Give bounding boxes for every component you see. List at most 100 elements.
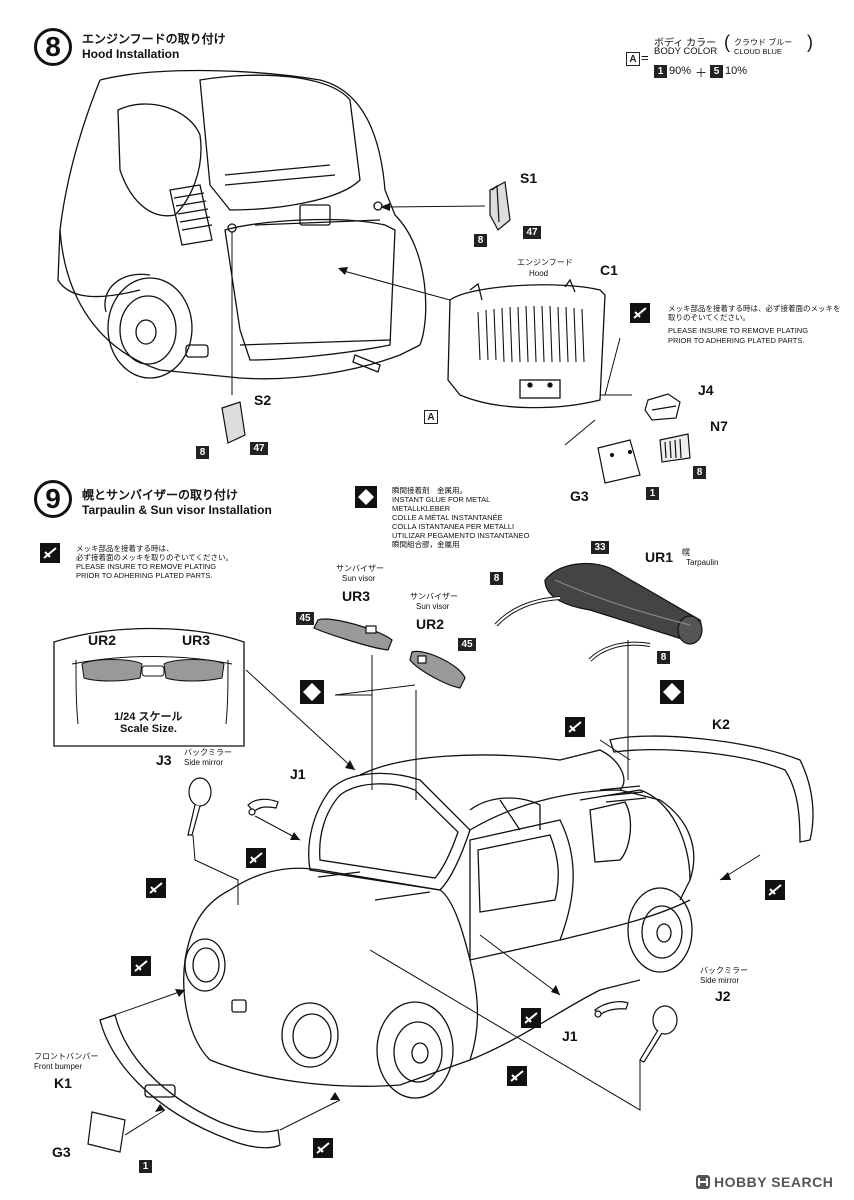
ur1-code-33: 33	[591, 541, 609, 554]
plating-note-step9-jp1: メッキ部品を接着する時は、	[76, 544, 174, 553]
plating-warning-icon	[40, 543, 60, 563]
label-g3-step8: G3	[570, 488, 589, 504]
plating-note-step9-jp2: 必ず接着面のメッキを取りのぞいてください。	[76, 553, 234, 562]
inset-label-ur2: UR2	[88, 632, 117, 648]
glue-note: 瞬間接着剤 金属用。 INSTANT GLUE FOR METAL METALL…	[392, 486, 530, 549]
step-8-title-jp: エンジンフードの取り付け	[82, 32, 226, 46]
step-9-leaders	[99, 640, 761, 1136]
ur1-tarpaulin-jp: 幌	[682, 548, 690, 557]
part-ur3-visor-shape	[313, 618, 393, 651]
inset-scale-en: Scale Size.	[120, 723, 177, 735]
s1-code-47: 47	[523, 226, 541, 239]
inset-scale-jp: 1/24 スケール	[114, 711, 183, 723]
scale-inset: UR2 UR3 1/24 スケール Scale Size.	[52, 624, 246, 748]
paren-open: (	[724, 32, 730, 52]
step-8-arrowheads	[338, 203, 390, 275]
color-code-a: A	[626, 52, 640, 66]
label-c1: C1	[600, 262, 618, 278]
glue-note-l3: METALLKLEBER	[392, 504, 451, 513]
ur1-tarpaulin-en: Tarpaulin	[686, 558, 719, 567]
plating-warning-icon	[630, 303, 650, 323]
j3-mirror-jp: バックミラー	[184, 748, 232, 757]
label-s1: S1	[520, 170, 538, 186]
glue-note-l5: COLLA ISTANTANEA PER METALLI	[392, 522, 515, 531]
plating-note-step9-en1: PLEASE INSURE TO REMOVE PLATING	[76, 562, 217, 571]
j2-mirror-jp: バックミラー	[700, 966, 748, 975]
part-j1-top-shape	[247, 798, 279, 816]
part-g3-plate-step9-shape	[87, 1111, 126, 1153]
watermark: HOBBY SEARCH	[696, 1174, 833, 1190]
part-n7-shape	[659, 433, 691, 463]
glue-markers	[300, 680, 684, 704]
part-s1-shape	[489, 181, 511, 231]
plating-markers	[131, 717, 785, 1158]
watermark-text: HOBBY SEARCH	[714, 1174, 834, 1190]
glue-note-l1: 瞬間接着剤 金属用。	[392, 486, 467, 495]
glue-note-l6: UTILIZAR PEGAMENTO INSTANTANEO	[392, 531, 530, 540]
hobby-search-logo-icon	[696, 1175, 710, 1189]
mix-pct-1: 90%	[669, 65, 692, 77]
part-ur2-visor-shape	[409, 650, 466, 689]
s2-code-8: 8	[196, 446, 209, 459]
ur3-code-45: 45	[296, 612, 314, 625]
ur3-sunvisor-jp: サンバイザー	[336, 564, 384, 573]
label-j1-top: J1	[290, 766, 306, 782]
step-9-arrowheads	[155, 760, 731, 1112]
part-j4-shape	[644, 393, 681, 421]
ur2-sunvisor-jp: サンバイザー	[410, 592, 458, 601]
frame-code-8-a: 8	[490, 572, 503, 585]
plating-note-step8-en2: PRIOR TO ADHERING PLATED PARTS.	[668, 336, 805, 345]
label-j2: J2	[715, 988, 731, 1004]
step-9-title-en: Tarpaulin & Sun visor Installation	[82, 503, 272, 517]
ur2-code-45: 45	[458, 638, 476, 651]
paren-close: )	[807, 32, 813, 52]
part-ur1-tarpaulin-shape	[544, 562, 703, 645]
part-j2-mirror-shape	[639, 1005, 678, 1063]
tarp-frame-rods-inner	[495, 597, 651, 661]
part-j3-mirror-shape	[187, 777, 212, 836]
plating-note-step8-jp: メッキ部品を接着する時は、必ず接着面のメッキを取りのぞいてください。	[668, 304, 841, 322]
part-g3-plate-shape	[597, 439, 641, 484]
mix-pct-5: 10%	[725, 65, 748, 77]
j3-mirror-en: Side mirror	[184, 758, 224, 767]
label-j3: J3	[156, 752, 172, 768]
cloud-blue-en: CLOUD BLUE	[734, 47, 782, 56]
step-8-leaders	[231, 205, 632, 446]
step-8-drawing	[57, 69, 691, 484]
plating-note-step8	[630, 303, 650, 328]
plating-note-step9-en2: PRIOR TO ADHERING PLATED PARTS.	[76, 571, 213, 580]
hood-jp: エンジンフード	[517, 258, 573, 267]
body-color-note: A = ボディ カラー BODY COLOR ( クラウド ブルー CLOUD …	[624, 30, 824, 82]
step-8-number: 8	[34, 28, 72, 66]
plating-note-step9: メッキ部品を接着する時は、 必ず接着面のメッキを取りのぞいてください。 PLEA…	[76, 544, 233, 580]
scale-inset-drawing	[53, 627, 245, 747]
label-s2: S2	[254, 392, 272, 408]
color-equals: =	[641, 50, 649, 65]
g3-code-1-step8: 1	[646, 487, 659, 500]
instant-glue-icon	[355, 486, 377, 508]
body-color-en: BODY COLOR	[654, 46, 718, 57]
g3-code-1-step9: 1	[139, 1160, 152, 1173]
label-n7: N7	[710, 418, 728, 434]
k1-bumper-jp: フロントバンパー	[34, 1052, 99, 1061]
glue-note-l7: 瞬間組合膠，金屬用	[392, 540, 460, 549]
step-8-title-en: Hood Installation	[82, 47, 180, 61]
step-9-number: 9	[34, 480, 72, 518]
part-c1-hood-shape	[447, 278, 606, 409]
car-front-body	[99, 735, 814, 1149]
j2-mirror-en: Side mirror	[700, 976, 740, 985]
mix-plus: ＋	[695, 66, 708, 80]
n7-code-8: 8	[693, 466, 706, 479]
glue-note-l2: INSTANT GLUE FOR METAL	[392, 495, 491, 504]
part-s2-shape	[221, 401, 246, 444]
label-k2: K2	[712, 716, 730, 732]
step-9-title-jp: 幌とサンバイザーの取り付け	[82, 488, 239, 502]
hood-en: Hood	[529, 269, 549, 278]
s1-code-8: 8	[474, 234, 487, 247]
part-j1-bottom-shape	[594, 1001, 629, 1018]
mix-code-5: 5	[710, 65, 723, 78]
label-k1: K1	[54, 1075, 72, 1091]
k1-bumper-en: Front bumper	[34, 1062, 83, 1071]
body-color-jp: ボディ カラー	[654, 38, 717, 49]
label-g3-step9: G3	[52, 1144, 71, 1160]
